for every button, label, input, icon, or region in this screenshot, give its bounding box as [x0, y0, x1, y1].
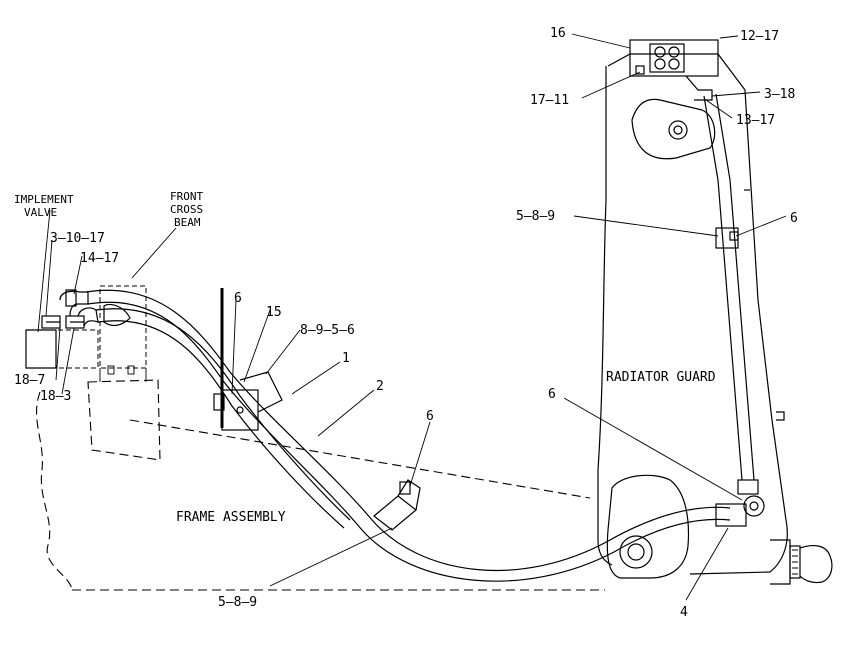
- callout-13-17: 13–17: [736, 113, 775, 128]
- implement-valve-label-1: IMPLEMENT: [14, 193, 74, 206]
- callout-2: 2: [376, 379, 384, 394]
- callout-6-lower-right: 6: [548, 387, 556, 402]
- callout-3-10-17: 3–10–17: [50, 231, 105, 246]
- callout-15: 15: [266, 305, 282, 320]
- callout-6-right: 6: [790, 211, 798, 226]
- top-fitting-block: [629, 39, 719, 101]
- callout-6-left: 6: [234, 291, 242, 306]
- clamp-left: [213, 288, 283, 431]
- front-cross-beam-label-3: BEAM: [174, 216, 201, 229]
- callout-numbers: 16 12–17 17–11 3–18 13–17 5–8–9 6 3–10–1…: [14, 26, 798, 620]
- vertical-hose: [703, 93, 755, 481]
- text-labels: IMPLEMENT VALVE FRONT CROSS BEAM RADIATO…: [14, 190, 716, 525]
- callout-6-mid: 6: [426, 409, 434, 424]
- implement-valve-label-2: VALVE: [24, 206, 57, 219]
- front-cross-beam-label-2: CROSS: [170, 203, 203, 216]
- front-cross-beam: [99, 285, 147, 382]
- callout-5-8-9-bottom: 5–8–9: [218, 595, 257, 610]
- callout-1: 1: [342, 351, 350, 366]
- hose-1: [85, 289, 731, 582]
- frame-assembly-label: FRAME ASSEMBLY: [176, 510, 286, 525]
- callout-3-18: 3–18: [764, 87, 795, 102]
- callout-16: 16: [550, 26, 566, 41]
- clamp-vertical: [715, 227, 739, 249]
- implement-valve: [25, 315, 99, 369]
- callout-18-7: 18–7: [14, 373, 45, 388]
- callout-12-17: 12–17: [740, 29, 779, 44]
- elbow-fitting: [715, 479, 765, 527]
- radiator-guard-label: RADIATOR GUARD: [606, 370, 716, 385]
- callout-8-9-5-6: 8–9–5–6: [300, 323, 355, 338]
- leader-lines: [37, 33, 787, 601]
- callout-5-8-9-top: 5–8–9: [516, 209, 555, 224]
- callout-14-17: 14–17: [80, 251, 119, 266]
- clamp-middle: [373, 479, 421, 531]
- callout-4: 4: [680, 605, 688, 620]
- frame-assembly-outline: [36, 379, 605, 591]
- callout-18-3: 18–3: [40, 389, 71, 404]
- hose-2: [95, 308, 351, 529]
- radiator-guard: [597, 53, 788, 579]
- front-cross-beam-label-1: FRONT: [170, 190, 203, 203]
- callout-17-11: 17–11: [530, 93, 569, 108]
- valve-fittings: [59, 289, 131, 327]
- cylinder-end: [770, 539, 833, 585]
